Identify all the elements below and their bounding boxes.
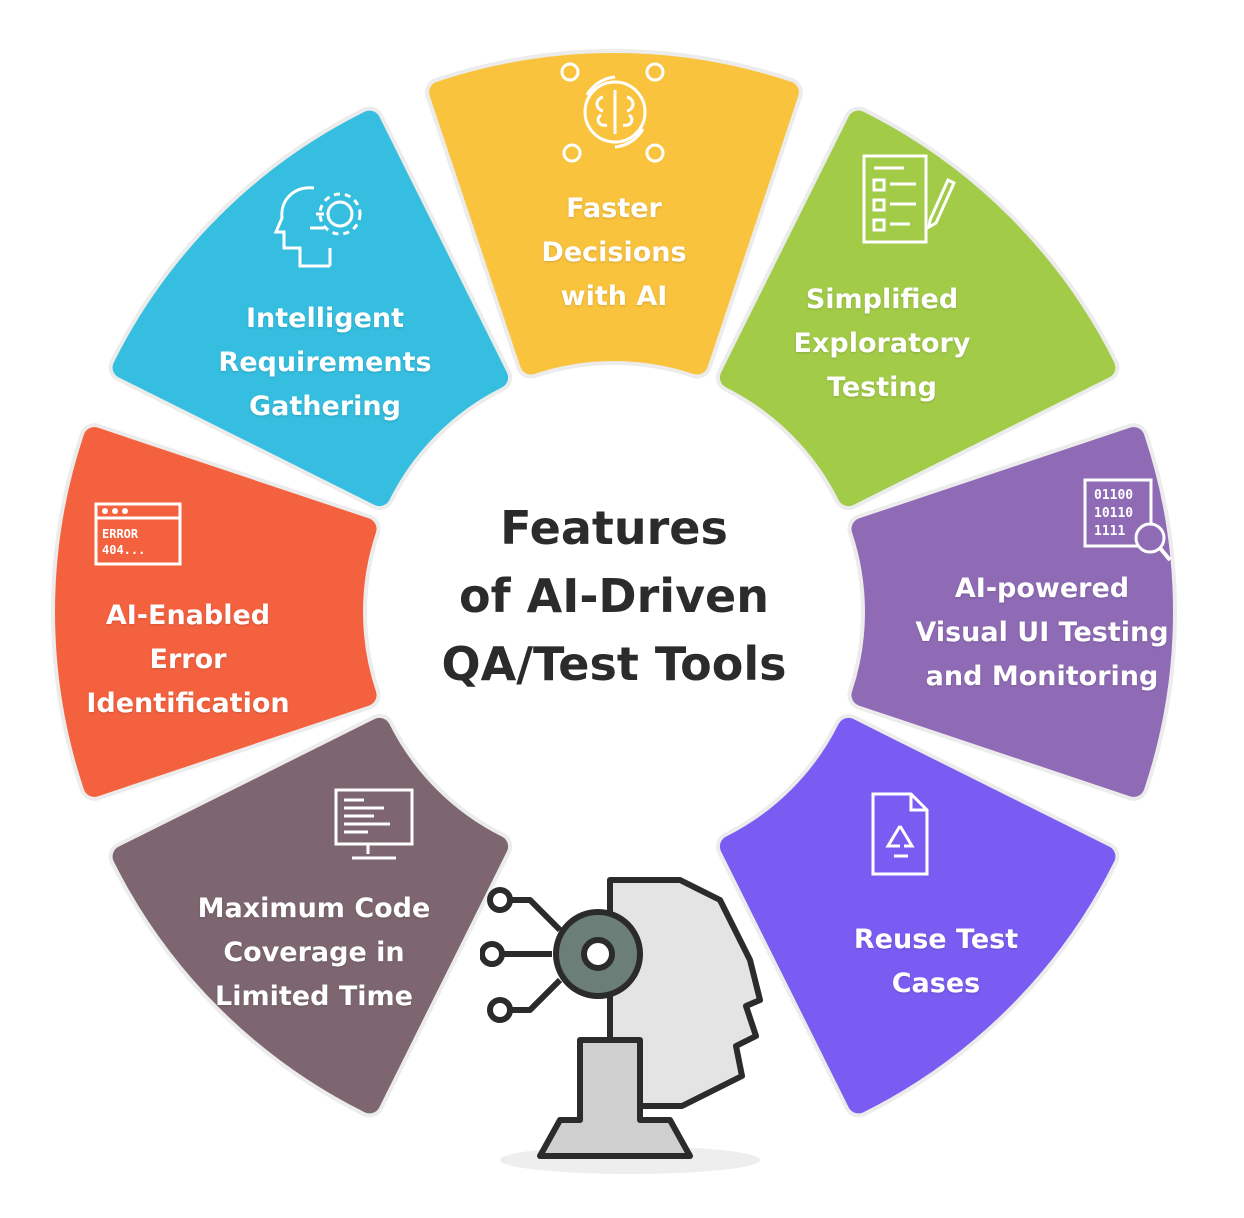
title-line: Features <box>500 501 728 555</box>
icon-text: 1111 <box>1094 524 1125 539</box>
monitor-code-icon <box>334 788 414 860</box>
brain-icon <box>560 62 665 163</box>
error-browser-icon: ERROR 404... <box>94 502 182 566</box>
label-line: Testing <box>827 372 937 403</box>
title-line: QA/Test Tools <box>441 637 787 691</box>
label-line: Simplified <box>805 284 959 315</box>
recycle-document-icon <box>871 792 929 876</box>
label-line: Identification <box>86 688 290 719</box>
label-line: and Monitoring <box>925 661 1159 692</box>
segment-code-coverage <box>112 717 509 1114</box>
segment-faster-decisions <box>429 53 799 375</box>
label-line: AI-Enabled <box>105 600 271 631</box>
segment-label-faster-decisions: Faster Decisions with AI <box>541 187 686 319</box>
label-line: Faster <box>566 193 662 224</box>
icon-text: ERROR <box>102 527 139 541</box>
label-line: AI-powered <box>954 573 1130 604</box>
label-line: Exploratory <box>793 328 971 359</box>
label-line: Limited Time <box>215 981 413 1012</box>
segment-label-error-identification: AI-Enabled Error Identification <box>86 594 289 726</box>
segment-error-identification <box>55 427 377 797</box>
label-line: Maximum Code <box>197 893 431 924</box>
segment-label-visual-ui-testing: AI-powered Visual UI Testing and Monitor… <box>915 567 1168 699</box>
checklist-icon <box>862 154 956 244</box>
ai-robot-head-illustration <box>480 877 763 1174</box>
segment-exploratory-testing <box>719 110 1116 507</box>
label-line: Reuse Test <box>853 924 1019 955</box>
label-line: Coverage in <box>223 937 405 968</box>
label-line: Visual UI Testing <box>915 617 1169 648</box>
icon-text: 10110 <box>1094 506 1133 521</box>
icon-text: 01100 <box>1094 488 1133 503</box>
segment-label-code-coverage: Maximum Code Coverage in Limited Time <box>198 887 431 1019</box>
head-gear-icon <box>273 186 362 268</box>
label-line: Decisions <box>541 237 687 268</box>
label-line: Requirements <box>218 347 432 378</box>
label-line: Intelligent <box>245 303 405 334</box>
label-line: Error <box>149 644 227 675</box>
segment-label-exploratory-testing: Simplified Exploratory Testing <box>794 278 971 410</box>
binary-search-icon: 01100 10110 1111 <box>1083 478 1172 562</box>
icon-text: 404... <box>102 543 145 557</box>
label-line: Gathering <box>249 391 401 422</box>
segment-requirements-gathering <box>112 110 509 507</box>
segment-label-reuse-test-cases: Reuse Test Cases <box>854 918 1018 1006</box>
segment-reuse-test-cases <box>719 717 1116 1114</box>
label-line: with AI <box>560 281 668 312</box>
label-line: Cases <box>891 968 981 999</box>
segment-label-requirements-gathering: Intelligent Requirements Gathering <box>218 297 431 429</box>
title-line: of AI-Driven <box>458 569 770 623</box>
diagram-title: Features of AI-Driven QA/Test Tools <box>442 494 787 698</box>
